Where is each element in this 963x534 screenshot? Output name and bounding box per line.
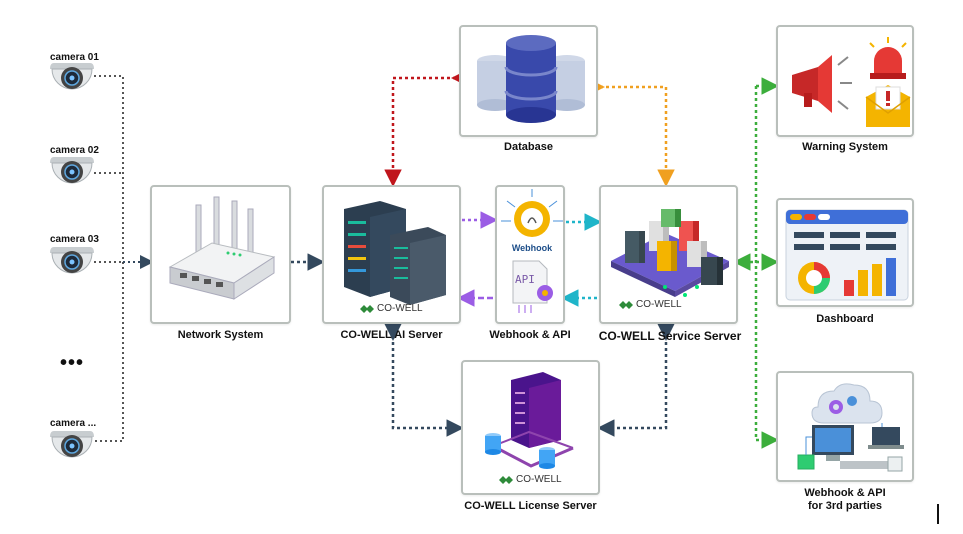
webhook-caption: Webhook xyxy=(511,243,553,253)
ai-license-link xyxy=(384,323,464,437)
service-license-link xyxy=(597,323,675,437)
third-party-label: Webhook & API for 3rd parties xyxy=(776,487,914,513)
warning-system-node xyxy=(776,25,914,137)
dashboard-label: Dashboard xyxy=(816,313,874,325)
dashboard-node xyxy=(776,198,914,307)
network-system-node xyxy=(150,185,291,324)
third-party-node xyxy=(776,371,914,482)
license-server-icon xyxy=(485,372,574,469)
camera-label: camera 02 xyxy=(50,145,99,156)
camera-label: camera ... xyxy=(50,418,97,429)
cowell-logo: CO-WELL xyxy=(360,303,423,314)
database-icon xyxy=(477,35,585,123)
router-icon xyxy=(168,196,276,300)
cowell-logo: CO-WELL xyxy=(619,299,682,310)
license-server-node: CO-WELL xyxy=(461,360,600,495)
api-document-icon xyxy=(512,260,553,313)
service-server-node: CO-WELL xyxy=(599,185,738,324)
datacenter-icon xyxy=(611,209,729,297)
cowell-logo: CO-WELL xyxy=(499,474,562,485)
camera-label: camera 03 xyxy=(50,234,99,245)
third-party-devices-icon xyxy=(797,383,904,472)
text-cursor xyxy=(937,504,939,524)
dashboard-icon xyxy=(785,209,909,301)
database-node xyxy=(459,25,598,137)
server-rack-icon xyxy=(344,201,446,305)
api-caption: API xyxy=(515,273,535,286)
webhook-api-node: Webhook API xyxy=(495,185,565,324)
cowell-logo-icon xyxy=(360,304,374,313)
camera-links xyxy=(94,75,154,442)
brand-text: CO-WELL xyxy=(636,299,682,310)
license-server-label: CO-WELL License Server xyxy=(464,500,597,512)
webhook-icon xyxy=(501,189,563,237)
ai-database-link xyxy=(384,69,469,187)
database-label: Database xyxy=(504,141,553,153)
cowell-logo-icon xyxy=(499,475,513,484)
cowell-logo-icon xyxy=(619,300,633,309)
camera-label: camera 01 xyxy=(50,52,99,63)
ai-server-node: CO-WELL xyxy=(322,185,461,324)
third-party-label-line1: Webhook & API xyxy=(804,487,886,499)
warning-system-label: Warning System xyxy=(802,141,888,153)
webhook-api-label: Webhook & API xyxy=(489,329,571,341)
service-outputs-links xyxy=(733,77,779,449)
more-cameras-ellipsis: ••• xyxy=(60,352,85,374)
brand-text: CO-WELL xyxy=(516,474,562,485)
alarm-icon xyxy=(792,37,911,127)
network-system-label: Network System xyxy=(177,329,264,341)
service-server-label: CO-WELL Service Server xyxy=(598,329,742,343)
ai-server-label: CO-WELL AI Server xyxy=(340,329,443,341)
database-service-link xyxy=(587,78,675,187)
third-party-label-line2: for 3rd parties xyxy=(808,500,882,512)
brand-text: CO-WELL xyxy=(377,303,423,314)
